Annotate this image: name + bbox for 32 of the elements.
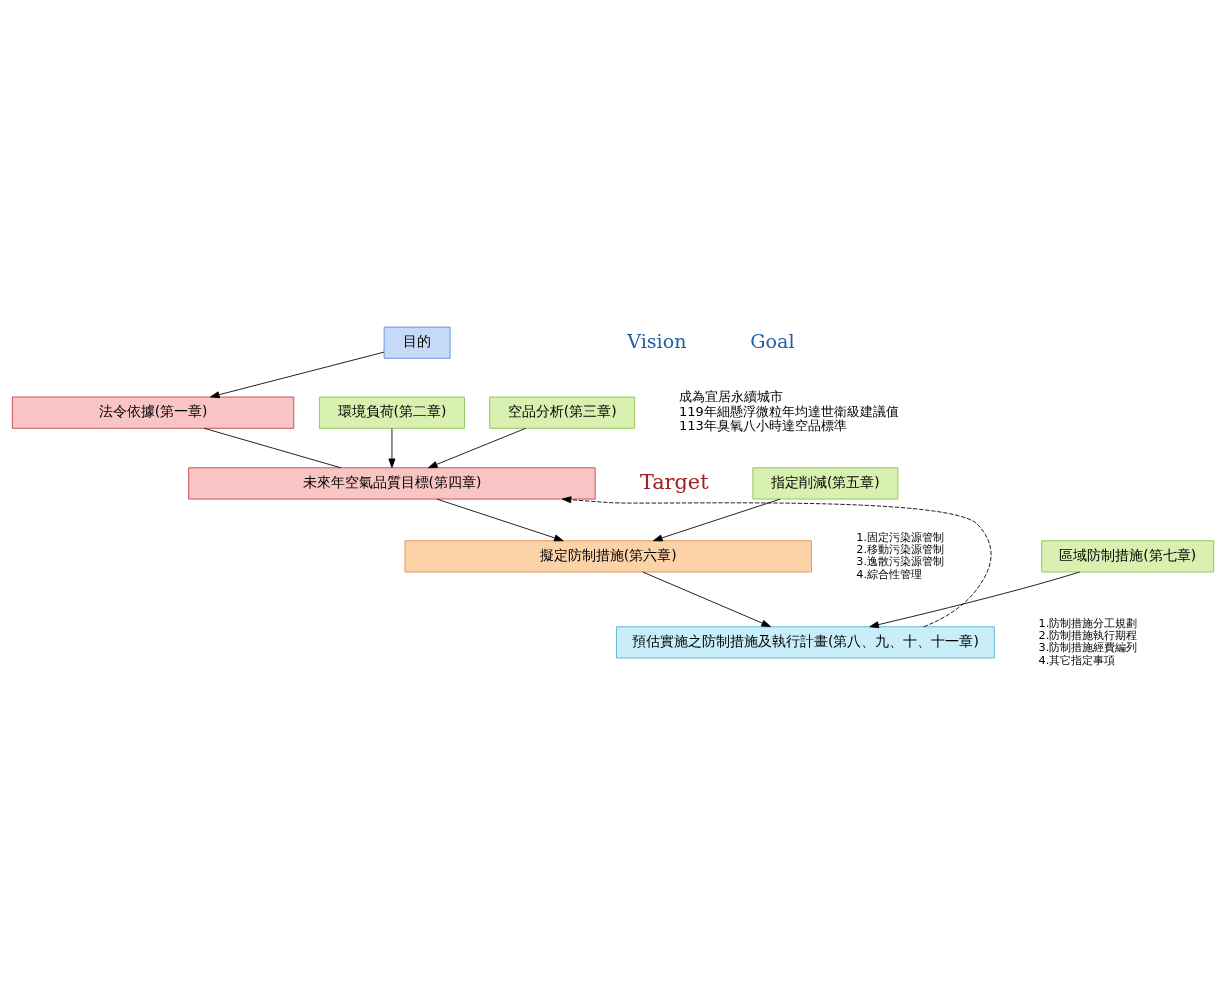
node-label: 3.逸散污染源管制 (856, 555, 944, 569)
node-label: 1.固定污染源管制 (856, 531, 944, 545)
arrow (561, 496, 992, 628)
node-box: 空品分析(第三章) (489, 396, 636, 429)
node-box: 環境負荷(第二章) (318, 396, 465, 429)
node-box: 法令依據(第一章) (11, 396, 295, 429)
arrow (642, 571, 771, 628)
node-box: 未來年空氣品質目標(第四章) (188, 467, 596, 500)
node-box: 目的 (383, 326, 451, 359)
node-box: 指定削減(第五章) (752, 467, 899, 500)
node-box: 區域防制措施(第七章) (1041, 540, 1215, 573)
arrow (436, 498, 564, 542)
label: 119年細懸浮微粒年均達世衛級建議值 (679, 403, 899, 419)
label: 成為宜居永續城市 (679, 388, 784, 404)
label: Goal (750, 329, 795, 353)
node-box: 預估實施之防制措施及執行計畫(第八、九、十、十一章) (616, 626, 995, 659)
label: Target (639, 469, 709, 494)
node-label: 4.其它指定事項 (1038, 653, 1116, 667)
arrow (427, 427, 527, 469)
node-label: 4.綜合性管理 (856, 567, 922, 581)
node-label: 2.移動污染源管制 (856, 543, 944, 557)
arrow (388, 428, 396, 469)
label: 113年臭氧八小時達空品標準 (679, 418, 847, 434)
label: Vision (627, 329, 687, 353)
node-label: 2.防制措施執行期程 (1038, 629, 1138, 643)
arrow (869, 571, 1081, 629)
arrow (653, 498, 781, 542)
connector (203, 427, 342, 469)
node-box: 擬定防制措施(第六章) (404, 540, 812, 573)
arrow (210, 351, 385, 399)
node-label: 1.防制措施分工規劃 (1038, 617, 1138, 631)
node-label: 3.防制措施經費編列 (1038, 641, 1138, 655)
